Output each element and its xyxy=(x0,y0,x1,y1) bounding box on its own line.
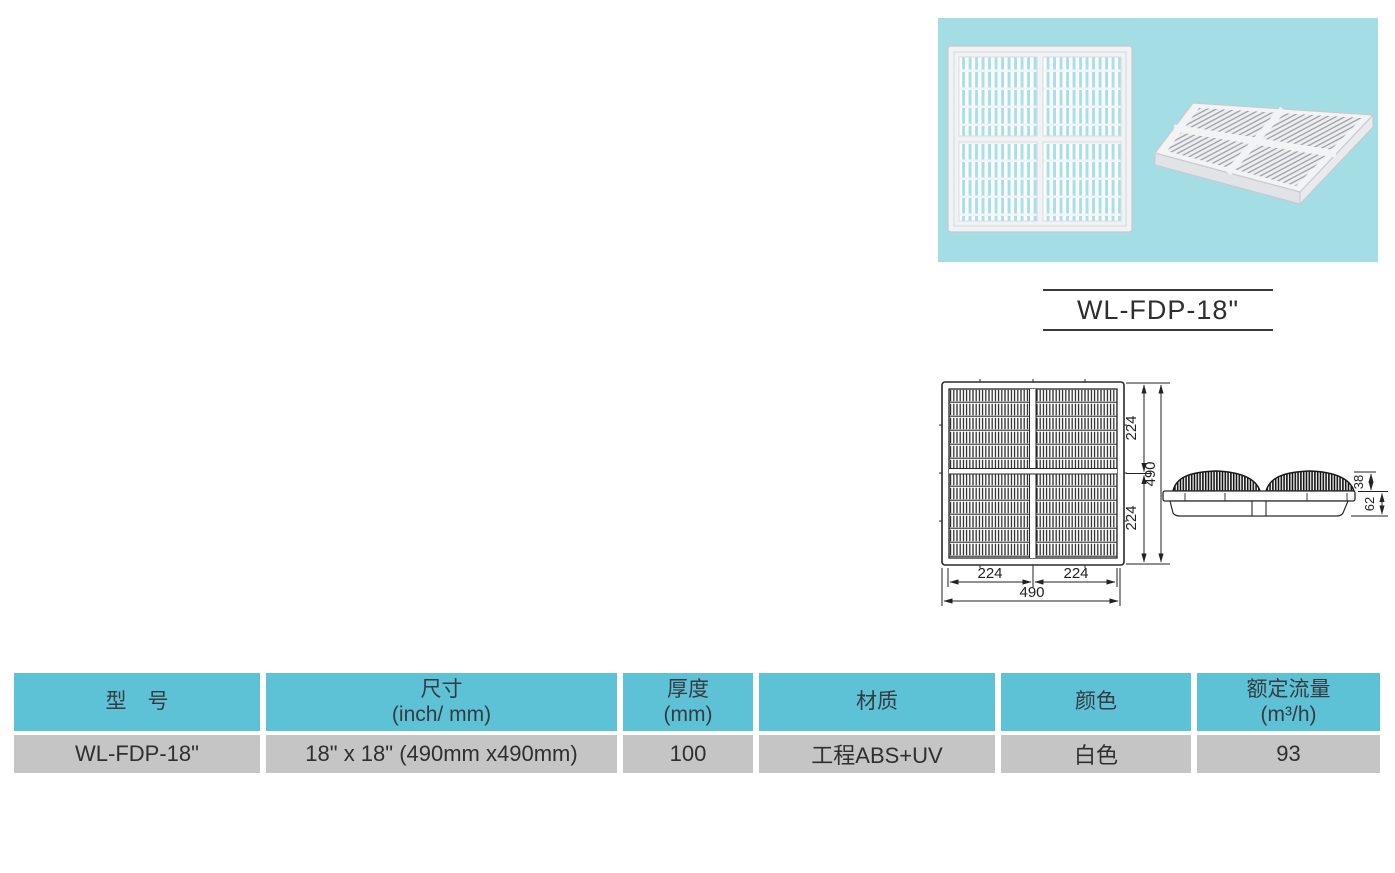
dim-height-top: 224 xyxy=(1123,415,1140,440)
front-view-photo xyxy=(947,45,1133,233)
dim-height-bottom: 224 xyxy=(1123,505,1140,530)
dim-height-total: 490 xyxy=(1142,461,1159,486)
top-view-dimensions: 224 224 490 224 224 490 xyxy=(941,382,1170,606)
dim-width-right: 224 xyxy=(1063,565,1088,582)
top-view-drawing xyxy=(939,379,1127,568)
col-header-thickness: 厚度(mm) xyxy=(623,673,753,731)
dim-grate-height: 38 xyxy=(1351,475,1366,489)
technical-drawing-svg: 224 224 490 224 224 490 xyxy=(939,379,1388,606)
col-header-material: 材质 xyxy=(759,673,995,731)
cell-flow: 93 xyxy=(1197,735,1380,773)
cell-thickness: 100 xyxy=(623,735,753,773)
model-label-text: WL-FDP-18" xyxy=(1076,294,1240,325)
col-header-size: 尺寸(inch/ mm) xyxy=(266,673,617,731)
col-header-flow: 额定流量(m³/h) xyxy=(1197,673,1380,731)
col-header-color: 颜色 xyxy=(1001,673,1191,731)
spec-table: 型 号 尺寸(inch/ mm) 厚度(mm) 材质 颜色 额定流量(m³/h)… xyxy=(14,673,1380,773)
dim-width-left: 224 xyxy=(977,565,1002,582)
isometric-view-photo xyxy=(1153,102,1375,206)
cell-color: 白色 xyxy=(1001,735,1191,773)
cell-size: 18" x 18" (490mm x490mm) xyxy=(266,735,617,773)
dim-width-total: 490 xyxy=(1019,584,1044,601)
col-header-model: 型 号 xyxy=(14,673,260,731)
side-view-dimensions: 38 62 xyxy=(1351,471,1388,517)
technical-drawing: 224 224 490 224 224 490 xyxy=(930,375,1395,620)
cell-material: 工程ABS+UV xyxy=(759,735,995,773)
model-label: WL-FDP-18" xyxy=(1043,289,1273,331)
dim-base-height: 62 xyxy=(1362,497,1377,511)
side-view-drawing xyxy=(1162,470,1356,517)
product-photos-svg xyxy=(947,45,1375,233)
product-photo-panel xyxy=(938,18,1378,262)
cell-model: WL-FDP-18" xyxy=(14,735,260,773)
